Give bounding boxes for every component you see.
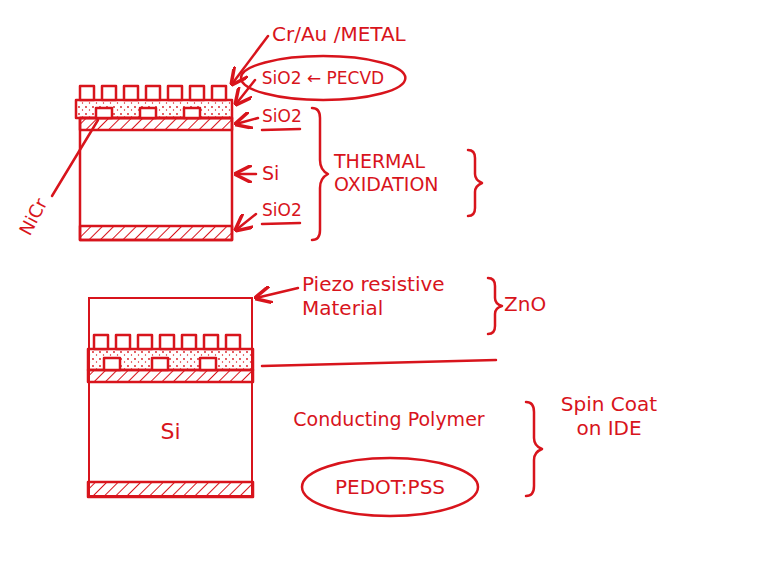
node-text: Conducting Polymer — [293, 408, 484, 431]
metal-label: Cr/Au /METAL — [272, 22, 406, 46]
oxide-label: SiO2 — [262, 200, 302, 220]
wafer-stack-2 — [88, 335, 253, 497]
device-cross-section: Si — [88, 297, 253, 497]
oxide-label: SiO2 — [262, 106, 302, 126]
node-text: Si — [160, 419, 180, 445]
heater-label: NiCr — [15, 195, 52, 239]
material-note: Piezo resistive Material — [302, 272, 484, 320]
material-name: ZnO — [504, 292, 546, 316]
leader-arrows — [52, 36, 298, 298]
material-ellipse: PEDOT:PSS — [300, 456, 480, 518]
node-text: SiO2 ← PECVD — [262, 68, 384, 88]
node-text: PEDOT:PSS — [335, 475, 445, 499]
substrate-label: Si — [262, 162, 279, 185]
process-note: Spin Coat on IDE — [548, 392, 670, 440]
emphasis-strokes — [262, 129, 496, 366]
pecvd-ellipse: SiO2 ← PECVD — [239, 54, 407, 102]
polymer-ellipse: PEDOT:PSS Conducting Polymer — [258, 372, 520, 544]
process-note: THERMAL OXIDATION — [334, 150, 464, 196]
ellipse-outline — [258, 372, 558, 522]
wafer-stack-1 — [76, 86, 232, 240]
